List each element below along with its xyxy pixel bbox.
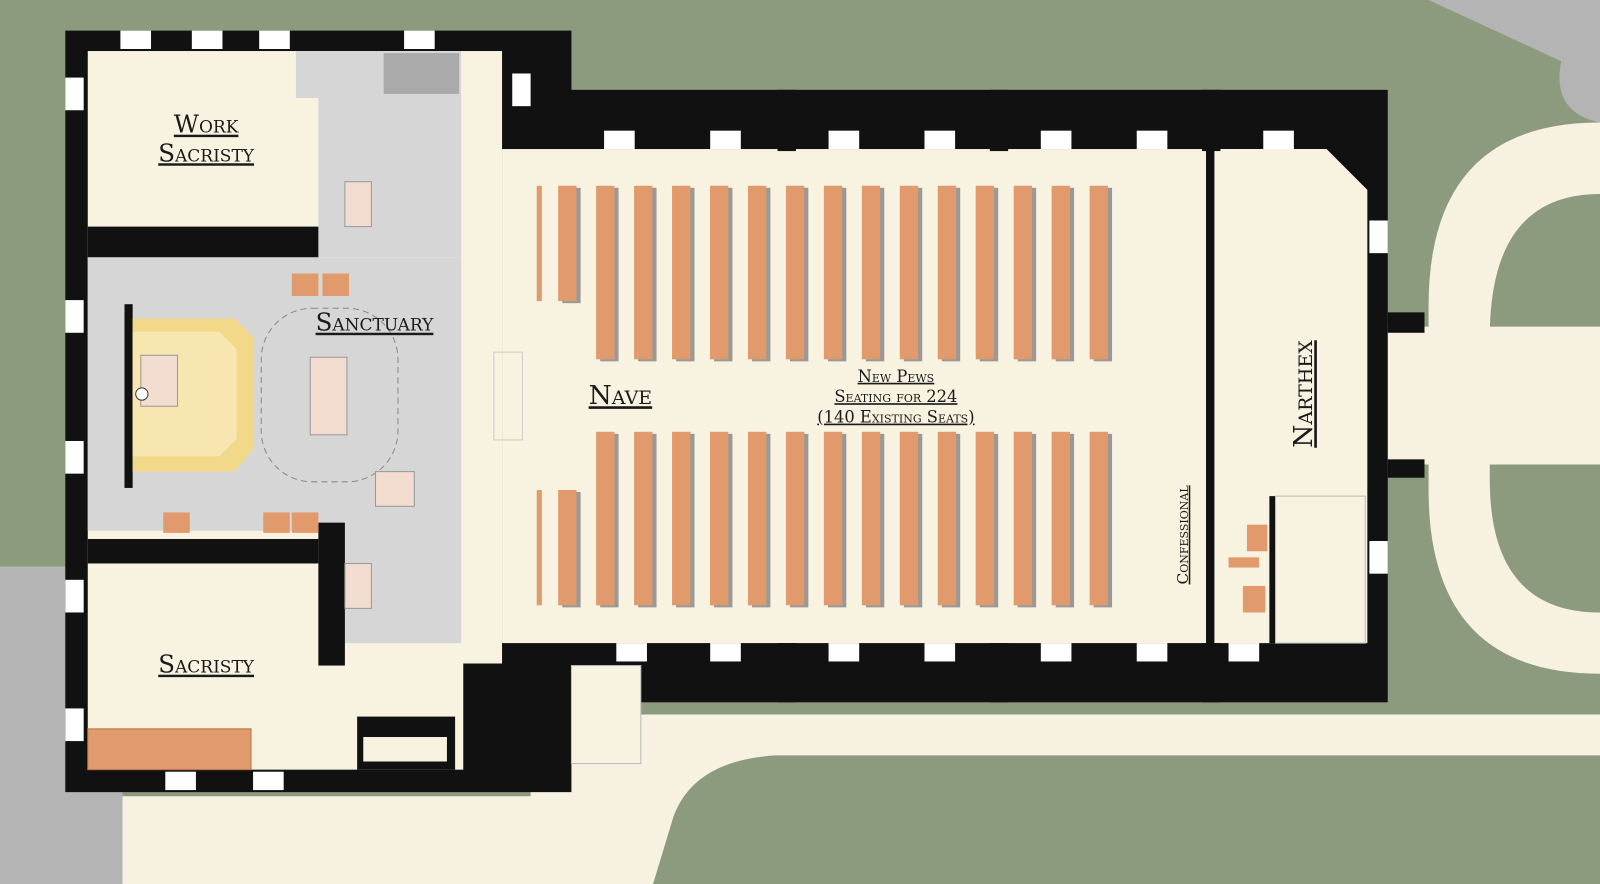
nave-note: New Pews bbox=[858, 367, 935, 386]
pew bbox=[710, 431, 729, 606]
window bbox=[191, 30, 223, 49]
pew bbox=[937, 185, 957, 360]
windows bbox=[65, 30, 1388, 791]
window bbox=[65, 300, 84, 333]
pew bbox=[975, 431, 995, 606]
pew bbox=[536, 185, 542, 302]
room-labels: Work Sacristy Sanctuary Sacristy Nave Ne… bbox=[158, 110, 1319, 679]
window bbox=[512, 73, 531, 107]
pew bbox=[558, 489, 577, 606]
pew bbox=[634, 431, 653, 606]
nave-note: (140 Existing Seats) bbox=[817, 408, 974, 427]
window bbox=[404, 30, 435, 49]
window bbox=[1136, 643, 1168, 662]
pew bbox=[1013, 431, 1033, 606]
window bbox=[1040, 643, 1072, 662]
pew bbox=[710, 185, 729, 360]
label-sanctuary: Sanctuary bbox=[316, 308, 435, 337]
window bbox=[120, 30, 152, 49]
pew bbox=[634, 185, 653, 360]
pew bbox=[1051, 431, 1070, 606]
walkway bbox=[122, 714, 1600, 884]
window bbox=[65, 77, 84, 111]
window bbox=[828, 643, 860, 662]
pew bbox=[747, 431, 767, 606]
pew bbox=[823, 185, 843, 360]
window bbox=[616, 643, 647, 662]
label-confessional: Confessional bbox=[1174, 485, 1192, 585]
pew bbox=[861, 185, 881, 360]
pew bbox=[823, 431, 843, 606]
pew bbox=[747, 185, 767, 360]
pew bbox=[536, 489, 542, 606]
pew bbox=[785, 431, 805, 606]
window bbox=[1228, 643, 1260, 662]
pew bbox=[1051, 185, 1070, 360]
window bbox=[710, 643, 741, 662]
window bbox=[1136, 130, 1168, 150]
label-work-sacristy: Sacristy bbox=[158, 138, 255, 167]
window bbox=[828, 130, 860, 150]
pew bbox=[937, 431, 957, 606]
pew bbox=[1089, 185, 1108, 360]
confessional-seats bbox=[1228, 524, 1268, 613]
pew bbox=[596, 431, 615, 606]
window bbox=[253, 771, 284, 791]
driveway bbox=[1428, 122, 1600, 674]
altar-area bbox=[124, 53, 460, 609]
pew bbox=[861, 431, 881, 606]
window bbox=[65, 708, 84, 742]
label-sacristy: Sacristy bbox=[158, 650, 255, 679]
window bbox=[1263, 130, 1294, 150]
window bbox=[924, 130, 956, 150]
pew bbox=[1089, 431, 1108, 606]
label-narthex: Narthex bbox=[1288, 340, 1319, 448]
pew bbox=[1013, 185, 1033, 360]
window bbox=[710, 130, 741, 150]
window bbox=[65, 440, 84, 474]
stairs bbox=[570, 495, 1366, 765]
pew bbox=[975, 185, 995, 360]
nave-note: Seating for 224 bbox=[834, 387, 957, 406]
window bbox=[165, 771, 196, 791]
label-work-sacristy: Work bbox=[174, 110, 239, 139]
pews bbox=[536, 185, 1113, 608]
window bbox=[1040, 130, 1072, 150]
window bbox=[924, 643, 956, 662]
pew bbox=[558, 185, 577, 302]
pew bbox=[785, 185, 805, 360]
buttresses bbox=[777, 89, 1425, 703]
pew bbox=[672, 431, 691, 606]
building bbox=[65, 30, 1425, 793]
window bbox=[604, 130, 635, 150]
nave-floor bbox=[502, 149, 1207, 644]
sacristy-cabinets bbox=[87, 728, 252, 771]
pew bbox=[672, 185, 691, 360]
pew bbox=[899, 185, 919, 360]
window bbox=[1369, 220, 1388, 254]
window bbox=[259, 30, 290, 49]
label-nave: Nave bbox=[589, 380, 653, 411]
pew bbox=[899, 431, 919, 606]
pew bbox=[596, 185, 615, 360]
window bbox=[1369, 541, 1388, 574]
pavement bbox=[1428, 0, 1600, 123]
window bbox=[65, 579, 84, 613]
